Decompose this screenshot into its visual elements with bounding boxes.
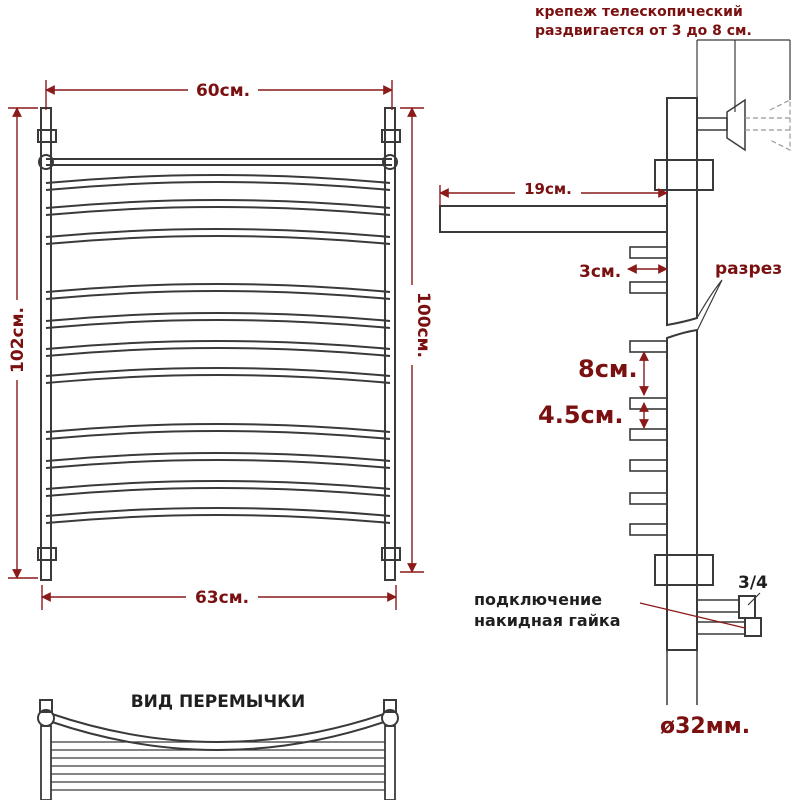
mount-note-line2: раздвигается от 3 до 8 см.	[535, 23, 752, 39]
mount-note-line1: крепеж телескопический	[535, 4, 743, 20]
jumper-rung-lines	[51, 741, 385, 791]
telescopic-rod	[696, 117, 728, 131]
connection-label-line2: накидная гайка	[474, 611, 621, 630]
jumper-left-pipe	[40, 725, 52, 800]
jumper-view: ВИД ПЕРЕМЫЧКИ	[37, 692, 399, 800]
rung-stub-6	[629, 459, 668, 472]
union-nut	[738, 595, 762, 637]
connection-stub-lower	[696, 621, 746, 635]
wall-flange-extended-dashed	[769, 99, 791, 151]
side-view: ø32мм. крепеж телескопический раздвигает…	[439, 4, 791, 739]
top-right-mount	[381, 129, 401, 143]
bar-gap-label: 3см.	[579, 262, 621, 282]
rung-3-lower-edge	[45, 235, 391, 245]
thread-leader	[747, 592, 761, 606]
bottom-width-label: 63см.	[195, 588, 249, 608]
rung-1	[45, 174, 391, 184]
front-view: 60см. 63см. 102см. 100см.	[7, 80, 433, 610]
rung-8	[45, 423, 391, 433]
jumper-arc-lower	[51, 721, 385, 751]
rung-stub-1	[629, 246, 668, 259]
rung-10-lower-edge	[45, 487, 391, 497]
rung-6	[45, 340, 391, 350]
rung-stub-7	[629, 492, 668, 505]
vertical-pipe-upper	[666, 97, 698, 327]
top-right-cap	[382, 154, 398, 170]
thread-size-label: 3/4	[738, 573, 768, 593]
top-horizontal-bar	[439, 205, 668, 233]
left-side-pipe	[40, 107, 52, 581]
rung-stub-2	[629, 281, 668, 294]
rung-11-lower-edge	[45, 514, 391, 524]
rung-3	[45, 228, 391, 238]
rung-9	[45, 452, 391, 462]
rung-stub-8	[629, 523, 668, 536]
mount-depth-label: 19см.	[524, 180, 572, 198]
section-spacing-label: 8см.	[578, 355, 638, 383]
cut-label: разрез	[715, 259, 782, 279]
top-left-cap	[38, 154, 54, 170]
total-height-label: 102см.	[8, 307, 28, 373]
rung-1-lower-edge	[45, 181, 391, 191]
rung-7	[45, 367, 391, 377]
rung-8-lower-edge	[45, 430, 391, 440]
cut-leader	[696, 279, 723, 332]
top-width-label: 60см.	[196, 81, 250, 101]
top-left-mount	[37, 129, 57, 143]
right-side-pipe	[384, 107, 396, 581]
rung-9-lower-edge	[45, 459, 391, 469]
vertical-pipe-lower	[666, 328, 698, 651]
rung-5-lower-edge	[45, 319, 391, 329]
pipe-diameter-label: ø32мм.	[660, 714, 750, 739]
rung-5	[45, 312, 391, 322]
rung-stubs	[629, 246, 668, 536]
jumper-view-title: ВИД ПЕРЕМЫЧКИ	[131, 692, 306, 712]
lower-mount-block	[654, 554, 714, 586]
rung-4-lower-edge	[45, 290, 391, 300]
connection-stub-upper	[696, 599, 740, 613]
rung-stub-5	[629, 428, 668, 441]
upper-mount-block	[654, 159, 714, 191]
rung-stub-4	[629, 397, 668, 410]
rung-7-lower-edge	[45, 374, 391, 384]
rung-11	[45, 507, 391, 517]
inner-height-label: 100см.	[413, 292, 433, 358]
rungs	[45, 174, 391, 524]
connection-label-line1: подключение	[474, 590, 602, 609]
jumper-arc	[51, 713, 385, 743]
bottom-left-mount	[37, 547, 57, 561]
bottom-right-mount	[381, 547, 401, 561]
wall-flange	[726, 98, 746, 152]
rung-stub-3	[629, 340, 668, 353]
rung-10	[45, 480, 391, 490]
connection-leader	[639, 602, 746, 629]
rung-2-lower-edge	[45, 206, 391, 216]
jumper-right-pipe	[384, 725, 396, 800]
rung-4	[45, 283, 391, 293]
rung-6-lower-edge	[45, 347, 391, 357]
rung-2	[45, 199, 391, 209]
bar-spacing-label: 4.5см.	[538, 401, 623, 429]
telescopic-extension-dashed	[745, 117, 790, 131]
